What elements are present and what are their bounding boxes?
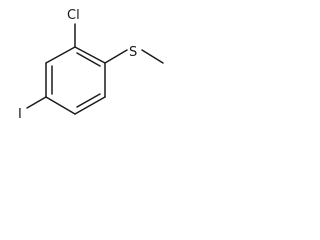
bond-s-methyl xyxy=(141,49,164,64)
ring-double-bond-c3-c4 xyxy=(76,93,101,108)
bond-c2-s xyxy=(104,49,128,64)
ring-bond-c6-c1 xyxy=(45,46,76,64)
chlorine-label: Cl xyxy=(67,8,80,23)
ring-double-bond-c1-c2 xyxy=(76,52,101,67)
benzene-ring xyxy=(45,46,106,115)
sulfur-label: S xyxy=(129,45,137,60)
ring-bond-c4-c5 xyxy=(45,96,76,115)
structure-diagram: Cl S I xyxy=(0,0,182,137)
bond-c5-i xyxy=(26,96,47,109)
iodine-label: I xyxy=(18,107,22,122)
molecule-drawing: Cl S I xyxy=(18,8,164,122)
ring-bond-c3-c4 xyxy=(74,96,106,115)
ring-bond-c1-c2 xyxy=(74,46,106,64)
